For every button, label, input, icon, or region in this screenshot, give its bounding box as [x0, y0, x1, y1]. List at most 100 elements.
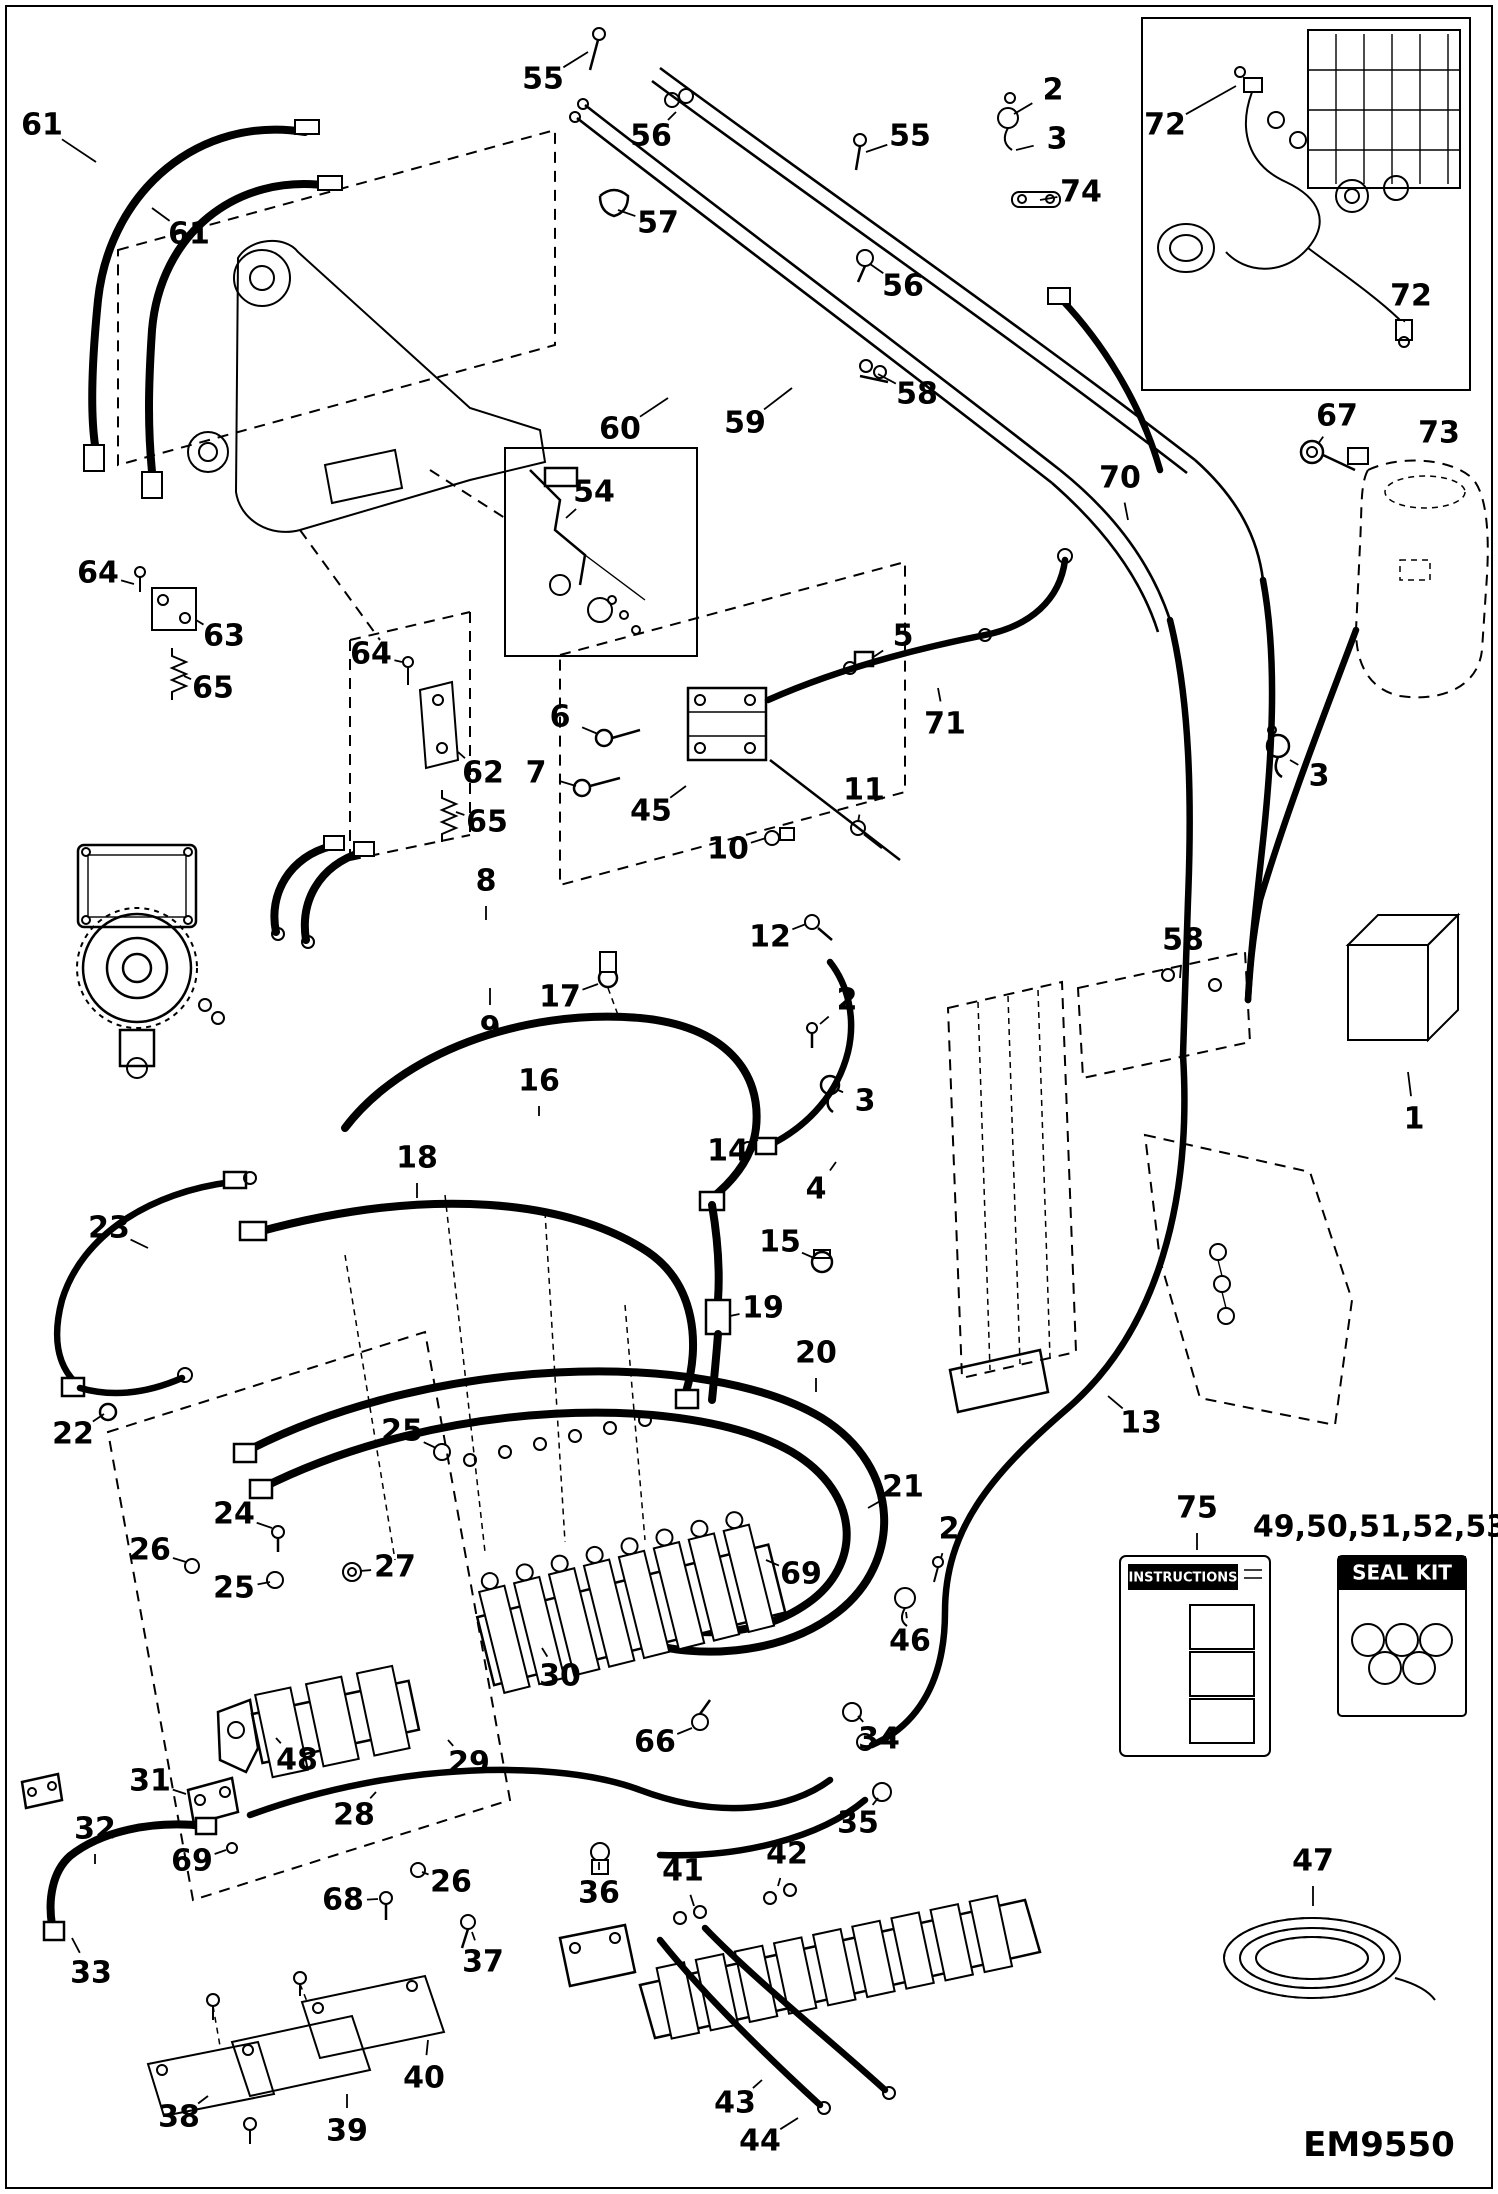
- callout-leader-70: [1123, 502, 1129, 521]
- part-callout-8: 8: [476, 864, 497, 899]
- inset-engine-hose-73: [1141, 17, 1471, 391]
- instructions-booklet: INSTRUCTIONS: [1119, 1555, 1271, 1757]
- part-callout-48: 48: [276, 1743, 318, 1778]
- part-callout-60: 60: [599, 412, 641, 447]
- lower-hoses: [246, 1699, 892, 1949]
- part-callout-26: 26: [430, 1865, 472, 1900]
- part-callout-21: 21: [882, 1470, 924, 1505]
- callout-leader-25: [257, 1581, 271, 1586]
- part-callout-25: 25: [213, 1571, 255, 1606]
- part-callout-6: 6: [550, 700, 571, 735]
- callout-leader-3: [1289, 759, 1299, 766]
- callout-leader-28: [369, 1791, 377, 1799]
- part-callout-40: 40: [403, 2061, 445, 2096]
- seal-kit-label: SEAL KIT: [1352, 1561, 1452, 1585]
- callout-leader-6: [581, 726, 599, 735]
- part-callout-58: 58: [896, 377, 938, 412]
- part-callout-57: 57: [637, 206, 679, 241]
- part-callout-64: 64: [77, 556, 119, 591]
- part-callout-67: 67: [1316, 399, 1358, 434]
- part-callout-46: 46: [889, 1624, 931, 1659]
- callout-leader-2: [819, 1015, 830, 1025]
- callout-leader-29: [447, 1739, 454, 1747]
- part-callout-55: 55: [522, 62, 564, 97]
- callout-leader-56: [667, 111, 677, 121]
- part-callout-38: 38: [158, 2100, 200, 2135]
- callout-leader-19: [729, 1313, 740, 1317]
- callout-leader-65: [455, 811, 465, 816]
- callout-leader-65: [183, 675, 192, 681]
- part-callout-15: 15: [759, 1225, 801, 1260]
- part-callout-26: 26: [129, 1533, 171, 1568]
- callout-leader-43: [752, 2079, 763, 2089]
- part-callout-2: 2: [1043, 73, 1064, 108]
- part-callout-10: 10: [707, 832, 749, 867]
- callout-leader-12: [792, 923, 807, 931]
- part-callout-18: 18: [396, 1141, 438, 1176]
- part-callout-66: 66: [634, 1725, 676, 1760]
- part-callout-56: 56: [630, 119, 672, 154]
- part-callout-3: 3: [855, 1084, 876, 1119]
- valve-45-group: [572, 548, 1073, 941]
- diagram-code: EM9550: [1303, 2125, 1455, 2165]
- hose-4-14-group: [741, 958, 855, 1274]
- hoses-61: [83, 119, 343, 499]
- callout-leader-61: [151, 207, 171, 222]
- part-callout-69: 69: [780, 1557, 822, 1592]
- part-callout-11: 11: [843, 773, 885, 808]
- callout-leader-3: [837, 1089, 844, 1094]
- part-callout-1: 1: [1404, 1102, 1425, 1137]
- part-callout-34: 34: [858, 1722, 900, 1757]
- callout-leader-26: [421, 1871, 429, 1876]
- callout-leader-57: [617, 209, 636, 217]
- part-callout-16: 16: [518, 1064, 560, 1099]
- part-callout-20: 20: [795, 1336, 837, 1371]
- callout-leader-42: [777, 1877, 782, 1887]
- cover-plates: [146, 1971, 446, 2144]
- callout-leader-23: [130, 1238, 149, 1249]
- callout-leader-54: [565, 508, 577, 519]
- part-callout-58: 58: [1162, 923, 1204, 958]
- part-callout-33: 33: [70, 1956, 112, 1991]
- callout-leader-74: [1039, 196, 1058, 201]
- part-callout-56: 56: [882, 269, 924, 304]
- diagram-border: [5, 5, 1493, 2189]
- part-callout-41: 41: [662, 1854, 704, 1889]
- callout-leader-10: [750, 837, 767, 844]
- callout-leader-56: [869, 263, 884, 275]
- part-callout-74: 74: [1060, 175, 1102, 210]
- part-callout-3: 3: [1047, 122, 1068, 157]
- part-callout-73: 73: [1418, 416, 1460, 451]
- callout-leader-66: [676, 1727, 693, 1735]
- part-callout-62: 62: [462, 756, 504, 791]
- callout-leader-24: [256, 1521, 273, 1529]
- callout-leader-55: [562, 51, 589, 69]
- callout-leader-64: [394, 659, 403, 663]
- hose-18-group: [238, 1199, 700, 1410]
- part-callout-14: 14: [707, 1134, 749, 1169]
- part-callout-65: 65: [192, 671, 234, 706]
- callout-leader-48: [275, 1737, 282, 1744]
- part-callout-24: 24: [213, 1497, 255, 1532]
- part-callout-28: 28: [333, 1798, 375, 1833]
- callout-leader-40: [425, 2039, 429, 2056]
- callout-leader-2: [940, 1552, 944, 1559]
- bottom-manifold: [558, 1883, 1042, 2115]
- callout-leader-41: [689, 1894, 695, 1907]
- callout-leader-15: [801, 1251, 815, 1259]
- part-callout-19: 19: [742, 1291, 784, 1326]
- brackets-62-65: [134, 566, 460, 842]
- callout-leader-14: [749, 1139, 759, 1144]
- dashed-assembly-planes: [106, 128, 1252, 2047]
- part-callout-75: 75: [1176, 1491, 1218, 1526]
- callout-leader-67: [1317, 436, 1324, 445]
- part-callout-35: 35: [837, 1806, 879, 1841]
- part-callout-3: 3: [1309, 759, 1330, 794]
- part-callout-55: 55: [889, 119, 931, 154]
- part-callout-2: 2: [939, 1512, 960, 1547]
- callout-leader-31: [172, 1788, 187, 1795]
- callout-leader-37: [471, 1931, 476, 1941]
- callout-leader-44: [779, 2117, 799, 2130]
- callout-leader-17: [582, 983, 599, 991]
- part-callout-71: 71: [924, 707, 966, 742]
